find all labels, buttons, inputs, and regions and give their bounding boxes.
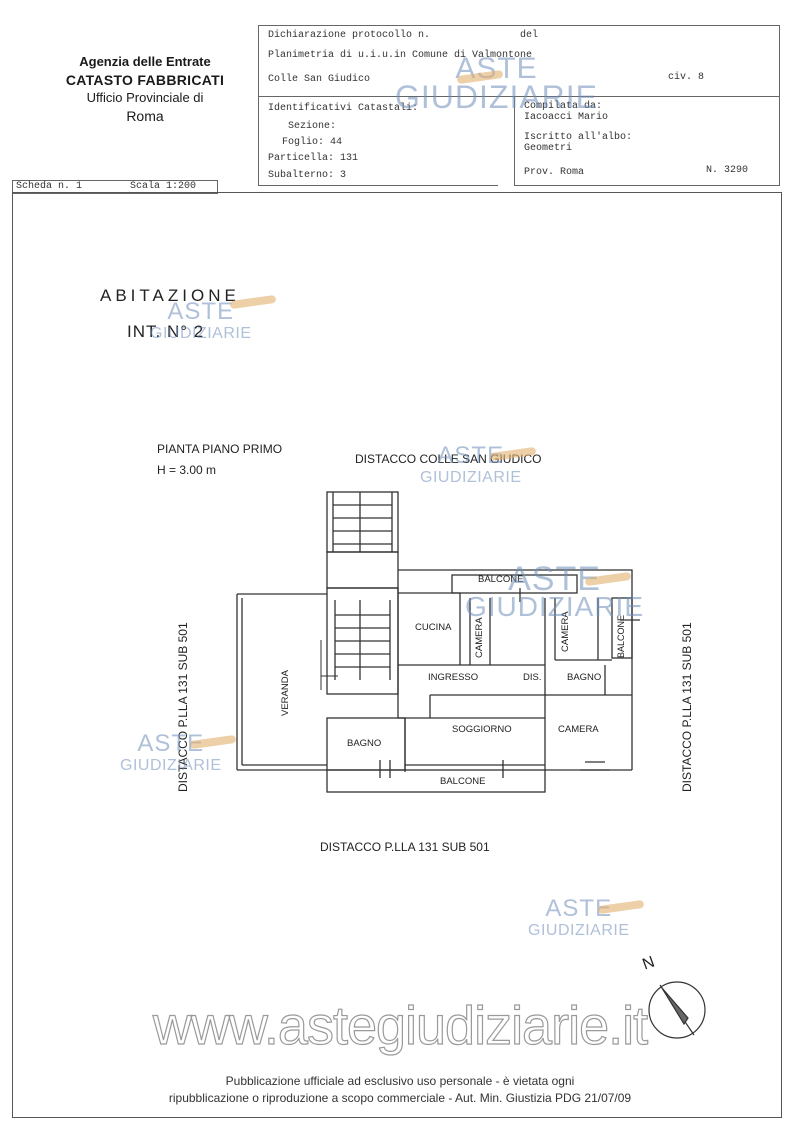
ufficio-label: Ufficio Provinciale di <box>86 90 204 105</box>
watermark-left: ASTE GIUDIZIARIE <box>120 730 237 774</box>
header-left-border <box>258 25 259 185</box>
scheda-label: Scheda n. 1 <box>16 181 83 192</box>
header-mid-divider <box>514 96 515 185</box>
indirizzo-label: Colle San Giudico <box>268 74 371 85</box>
interno-title: INT. N° 2 <box>127 322 205 341</box>
header-top-border <box>258 25 780 26</box>
room-cucina: CUCINA <box>415 622 452 633</box>
altezza-label: H = 3.00 m <box>157 463 217 477</box>
particella-label: Particella: 131 <box>268 153 359 164</box>
distacco-bottom-label: DISTACCO P.LLA 131 SUB 501 <box>320 840 490 854</box>
scala-label: Scala 1:200 <box>130 181 197 192</box>
room-bagno-2: BAGNO <box>347 738 382 749</box>
watermark-plan: ASTE GIUDIZIARIE <box>465 560 645 622</box>
header-bottom-left <box>258 185 498 186</box>
room-disimpegno: DIS. <box>523 672 542 683</box>
foglio-label: Foglio: 44 <box>282 137 343 148</box>
watermark-bottom: ASTE GIUDIZIARIE <box>528 895 645 939</box>
room-balcone-top: BALCONE <box>478 574 524 585</box>
north-arrow <box>648 981 706 1039</box>
header-divider <box>258 96 780 97</box>
abitazione-title: ABITAZIONE <box>100 286 240 305</box>
room-veranda: VERANDA <box>280 670 291 716</box>
subalterno-label: Subalterno: 3 <box>268 170 347 181</box>
iscritto-label: Iscritto all'albo: <box>524 132 633 143</box>
room-ingresso: INGRESSO <box>428 672 479 683</box>
scheda-box <box>12 180 218 194</box>
room-soggiorno: SOGGIORNO <box>452 724 512 735</box>
del-label: del <box>520 30 539 41</box>
identificativi-label: Identificativi Catastali: <box>268 103 419 114</box>
piano-label: PIANTA PIANO PRIMO <box>157 442 283 456</box>
catasto-title: CATASTO FABBRICATI <box>65 72 225 88</box>
civico-label: civ. 8 <box>668 72 705 83</box>
dichiarazione-label: Dichiarazione protocollo n. <box>268 30 431 41</box>
compilatore-name: Iacoacci Mario <box>524 112 609 123</box>
numero-albo: N. 3290 <box>706 165 749 176</box>
header-bottom-right <box>514 185 780 186</box>
drawing-frame <box>12 192 782 1118</box>
ufficio-city: Roma <box>126 108 164 124</box>
agency-block: Agenzia delle Entrate CATASTO FABBRICATI… <box>40 53 250 125</box>
footer-line-2: ripubblicazione o riproduzione a scopo c… <box>168 1091 632 1105</box>
footer-line-1: Pubblicazione ufficiale ad esclusivo uso… <box>225 1074 575 1088</box>
sezione-label: Sezione: <box>288 121 337 132</box>
watermark-distacco: ASTE GIUDIZIARIE <box>420 442 537 486</box>
watermark-header: ASTE GIUDIZIARIE <box>395 52 599 115</box>
albo-value: Geometri <box>524 143 573 154</box>
header-right-border <box>779 25 780 185</box>
website-watermark: www.astegiudiziarie.it <box>152 995 648 1056</box>
room-bagno-1: BAGNO <box>567 672 602 683</box>
agency-name: Agenzia delle Entrate <box>79 54 211 69</box>
watermark-title: ASTE GIUDIZIARIE <box>150 294 277 342</box>
room-camera-3: CAMERA <box>558 724 599 735</box>
planimetria-label: Planimetria di u.i.u.in Comune di Valmon… <box>268 50 533 61</box>
compilata-label: Compilata da: <box>524 101 603 112</box>
room-balcone-bottom: BALCONE <box>440 776 486 787</box>
provincia-label: Prov. Roma <box>524 167 585 178</box>
